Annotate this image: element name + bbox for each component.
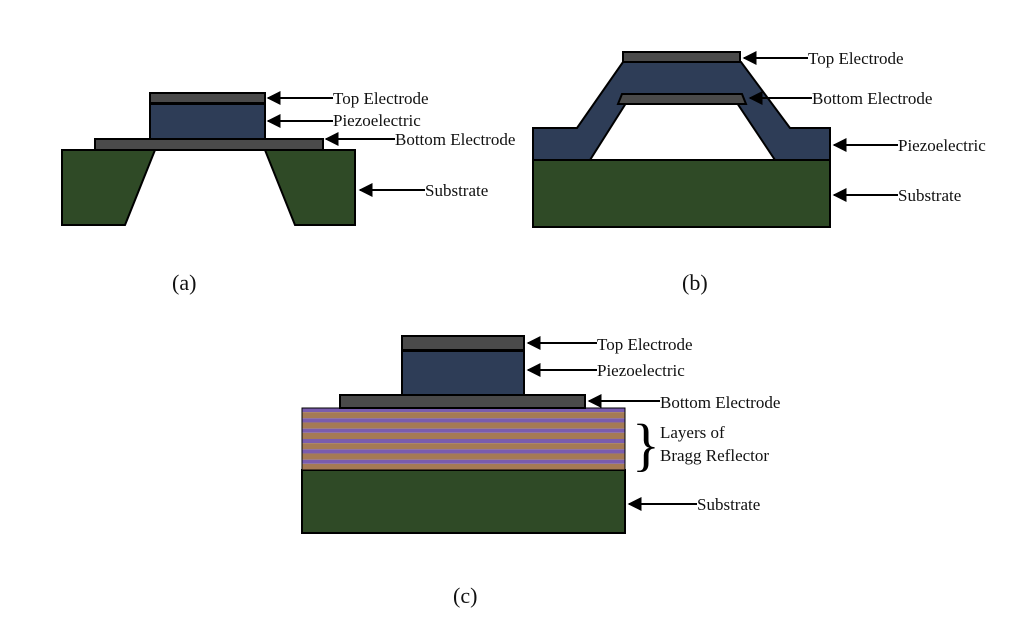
panel-c-caption: (c) (453, 583, 477, 608)
panel-c-label-bragg-line2: Bragg Reflector (660, 446, 769, 465)
bragg-layer-high (302, 463, 625, 470)
panel-b-substrate (532, 159, 831, 228)
panel-a-piezoelectric (149, 103, 266, 140)
panel-c-substrate (301, 469, 626, 534)
bragg-layer-high (302, 422, 625, 429)
panel-a-label-substrate: Substrate (425, 181, 488, 200)
bragg-layer-low (302, 439, 625, 444)
panel-c-label-substrate: Substrate (697, 495, 760, 514)
panel-b-label-piezoelectric: Piezoelectric (898, 136, 986, 155)
panel-c-label-bottom-electrode: Bottom Electrode (660, 393, 780, 412)
panel-a-label-top-electrode: Top Electrode (333, 89, 429, 108)
panel-a: Top Electrode Piezoelectric Bottom Elect… (61, 89, 515, 295)
panel-c-label-piezoelectric: Piezoelectric (597, 361, 685, 380)
bragg-layer-high (302, 432, 625, 439)
bragg-layer-low (302, 459, 625, 464)
panel-c-piezoelectric (401, 350, 525, 396)
panel-b: Top Electrode Bottom Electrode Piezoelec… (532, 49, 986, 295)
panel-c-bragg-brace: } (632, 412, 660, 477)
bragg-layer-high (302, 453, 625, 460)
panel-b-caption: (b) (682, 270, 708, 295)
panel-c-label-top-electrode: Top Electrode (597, 335, 693, 354)
panel-a-substrate (61, 149, 157, 226)
panel-c: } Top Electrode Piezoelectric Bottom Ele… (301, 335, 780, 608)
panel-b-piezoelectric (532, 61, 831, 161)
panel-c-bottom-electrode (339, 394, 586, 409)
bragg-layer-low (302, 418, 625, 423)
bragg-layer-low (302, 408, 625, 413)
panel-c-top-electrode (401, 335, 525, 351)
panel-b-label-substrate: Substrate (898, 186, 961, 205)
panel-a-caption: (a) (172, 270, 196, 295)
panel-a-substrate-right (263, 149, 356, 226)
bragg-layer-high (302, 443, 625, 450)
panel-b-label-top-electrode: Top Electrode (808, 49, 904, 68)
bragg-layer-low (302, 428, 625, 433)
panel-a-top-electrode (149, 92, 266, 104)
panel-c-label-bragg-line1: Layers of (660, 423, 725, 442)
panel-b-top-electrode (622, 51, 741, 63)
panel-b-bottom-electrode (616, 93, 748, 105)
panel-a-label-bottom-electrode: Bottom Electrode (395, 130, 515, 149)
bragg-layer-low (302, 449, 625, 454)
panel-c-bragg-reflector (302, 408, 625, 470)
panel-b-label-bottom-electrode: Bottom Electrode (812, 89, 932, 108)
panel-a-bottom-electrode (94, 138, 324, 151)
bragg-layer-high (302, 412, 625, 419)
panel-a-label-piezoelectric: Piezoelectric (333, 111, 421, 130)
